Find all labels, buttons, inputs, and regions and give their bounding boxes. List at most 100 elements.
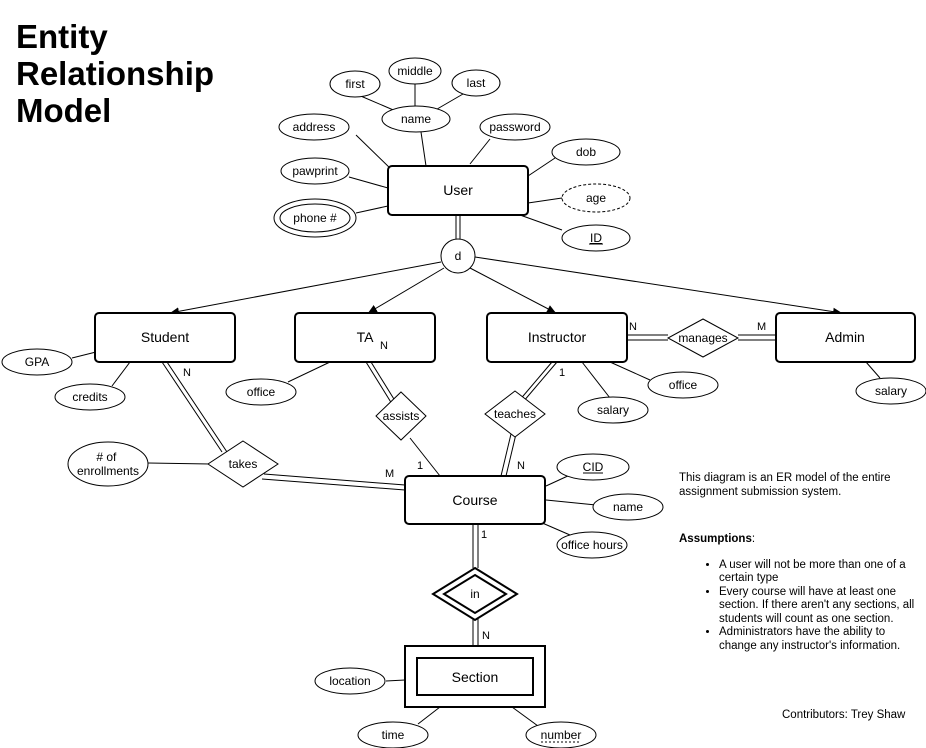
card-course-in: 1 [481,529,487,541]
edge-location-section [385,679,406,682]
note-intro: This diagram is an ER model of the entir… [679,472,891,498]
edge-address-user [355,134,395,173]
attribute-first: first [329,70,381,98]
edge-id-user [519,214,563,231]
attribute-phone-multivalued: phone # [273,198,357,238]
relationship-takes: takes [207,440,279,488]
entity-admin: Admin [775,312,916,363]
attribute-location: location [314,667,386,695]
edge-number-section [511,706,539,727]
edge-student-takes-1 [161,361,223,453]
attribute-instructor-salary: salary [577,396,649,424]
edge-pawprint-user [348,176,389,189]
enrollments-text: # of enrollments [77,450,139,478]
entity-instructor: Instructor [486,312,628,363]
attribute-address: address [278,113,350,141]
svg-text:phone #: phone # [293,211,337,225]
svg-text:GPA: GPA [25,355,49,369]
edge-age-user [527,197,563,204]
assumptions-heading-colon: : [751,533,756,545]
assumptions-list: A user will not be more than one of a ce… [679,559,919,654]
attribute-office-hours: office hours [556,531,628,559]
attribute-last: last [451,69,501,97]
assumptions-heading: Assumptions: [679,533,919,547]
svg-text:User: User [443,182,473,198]
svg-text:CID: CID [583,460,604,474]
relationship-in-identifying: in [431,566,519,622]
attribute-ta-office: office [225,378,297,406]
attribute-name: name [381,105,451,133]
edge-credits-student [111,361,131,387]
card-takes-course: M [385,468,394,480]
attribute-gpa: GPA [1,348,73,376]
edge-name-user [420,131,427,167]
edge-takes-course-2 [261,478,406,491]
card-student-takes: N [183,367,191,379]
svg-text:in: in [470,587,479,601]
svg-text:dob: dob [576,145,596,159]
edge-first-name [355,93,399,113]
edge-dob-user [527,157,556,177]
card-instr-manages: N [629,321,637,333]
svg-text:address: address [293,120,336,134]
assumption-item: Every course will have at least one sect… [719,586,919,627]
edge-student-takes-2 [166,361,228,453]
svg-text:salary: salary [875,384,907,398]
attribute-instructor-office: office [647,371,719,399]
edge-office-instructor [609,361,651,381]
edge-takes-course-1 [263,473,406,486]
connector-lines [71,82,881,727]
card-in-section: N [482,630,490,642]
edge-password-user [469,138,491,165]
assumption-item: A user will not be more than one of a ce… [719,559,919,586]
edge-instr-teaches-1 [517,361,553,403]
edge-d-admin [474,256,843,316]
card-assists-course: 1 [417,460,423,472]
svg-text:takes: takes [229,457,258,471]
svg-text:d: d [455,249,462,263]
svg-text:Section: Section [452,669,499,685]
svg-text:pawprint: pawprint [292,164,338,178]
svg-text:location: location [329,674,370,688]
edge-ta-assists-1 [365,361,393,405]
svg-text:ID: ID [590,231,602,245]
edge-ta-assists-2 [370,361,398,405]
assumption-item: Administrators have the ability to chang… [719,626,919,653]
relationship-teaches: teaches [484,390,546,438]
svg-text:middle: middle [397,64,433,78]
edge-d-student [169,261,442,316]
entity-ta: TA [294,312,436,363]
description-note: This diagram is an ER model of the entir… [679,472,919,653]
svg-text:last: last [467,76,486,90]
entity-user: User [387,165,529,216]
svg-text:password: password [489,120,540,134]
svg-text:manages: manages [678,331,727,345]
attribute-id-key: ID [561,224,631,252]
card-teaches-course: N [517,460,525,472]
svg-text:first: first [345,77,365,91]
edge-time-section [417,706,441,725]
disjoint-circle: d [440,238,476,274]
svg-text:office: office [247,385,276,399]
svg-text:credits: credits [72,390,107,404]
edge-salary-admin [865,361,881,379]
svg-text:TA: TA [357,329,375,345]
edge-phone-user [355,205,389,214]
attribute-time: time [357,721,429,748]
card-ta-assists: N [380,340,388,352]
attribute-course-name: name [592,493,664,521]
edge-d-ta [367,267,445,314]
title-line-1: Entity [16,18,108,55]
entity-section-weak: Section [404,645,546,708]
attribute-cid-key: CID [556,453,630,481]
edge-gpa-student [71,351,97,359]
svg-text:Instructor: Instructor [528,329,587,345]
svg-text:Student: Student [141,329,189,345]
relationship-assists: assists [375,391,427,441]
assumptions-heading-text: Assumptions [679,533,752,545]
attribute-middle: middle [388,57,442,85]
attribute-pawprint: pawprint [280,157,350,185]
attribute-enrollments: # of enrollments [67,441,149,487]
title-line-2: Relationship [16,55,215,92]
edge-teaches-course-2 [505,433,517,477]
